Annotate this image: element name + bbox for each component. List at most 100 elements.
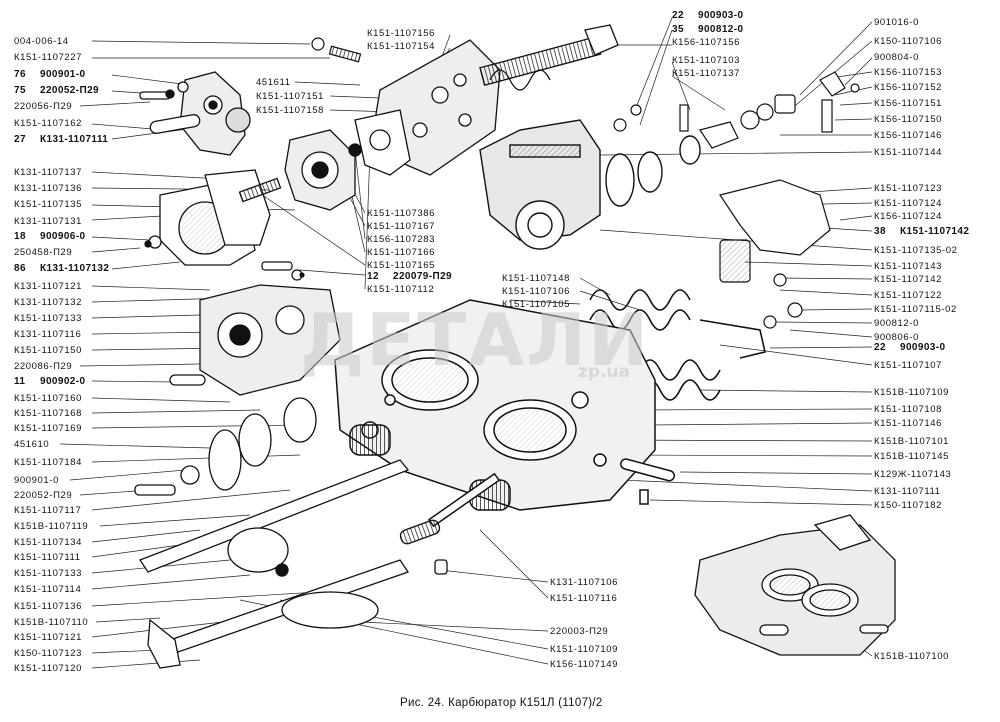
part-number: К151-1107103 xyxy=(672,55,741,66)
part-label: К150-1107123 xyxy=(14,648,82,659)
part-label: К131-1107106 xyxy=(550,577,618,588)
part-number: 451610 xyxy=(14,439,50,450)
part-label: К131-1107131 xyxy=(14,216,82,227)
part-number: 220003-П29 xyxy=(550,626,609,637)
part-number: К151-1107112 xyxy=(367,284,435,295)
part-label: К151-1107109 xyxy=(550,644,618,655)
part-number: К151В-1107145 xyxy=(874,451,949,462)
pump-housing xyxy=(284,129,362,211)
part-label: К151-1107120 xyxy=(14,663,82,674)
part-label: К150-1107106 xyxy=(874,36,942,47)
part-label: К151-1107134 xyxy=(14,537,82,548)
part-label: К151-1107156 xyxy=(367,28,435,39)
part-number: К151-1107169 xyxy=(14,423,83,434)
part-label: К150-1107182 xyxy=(874,500,942,511)
part-label: К156-1107149 xyxy=(550,659,618,670)
accelerator-pump xyxy=(169,284,341,396)
part-label: К156-1107124 xyxy=(874,211,942,222)
part-number: К151-1107227 xyxy=(14,52,83,63)
part-number: К151-1107134 xyxy=(14,537,83,548)
watermark-text: ДЕТАЛИ xyxy=(300,298,651,382)
part-number: К131-1107132 xyxy=(14,297,83,308)
part-label: К156-1107283 xyxy=(367,234,435,245)
part-quantity: 86 xyxy=(14,263,26,274)
throttle-sector xyxy=(479,119,701,250)
part-label: К151-1107154 xyxy=(367,41,435,52)
part-label: К156-1107150 xyxy=(874,114,942,125)
part-label: К151-1107108 xyxy=(874,404,942,415)
part-number: К151-1107184 xyxy=(14,457,83,468)
air-horn-plate xyxy=(354,24,619,176)
part-number: 900903-0 xyxy=(698,10,744,21)
part-number: К151В-1107109 xyxy=(874,387,949,398)
assembled-carburetor-view xyxy=(694,514,896,656)
part-quantity: 12 xyxy=(367,271,379,282)
watermark-domain: zp.ua xyxy=(578,362,631,382)
part-label: К151-1107166 xyxy=(367,247,435,258)
part-label: К151-1107143 xyxy=(874,261,942,272)
part-number: 900902-0 xyxy=(40,376,86,387)
cover-assembly-upper-left xyxy=(139,71,251,156)
part-number: К151-1107148 xyxy=(502,273,571,284)
part-number: К151-1107136 xyxy=(14,601,83,612)
part-number: К151-1107167 xyxy=(367,221,436,232)
part-label: К156-1107151 xyxy=(874,98,942,109)
part-number: К150-1107182 xyxy=(874,500,943,511)
right-small-parts xyxy=(613,71,860,329)
part-label: 220052-П29 xyxy=(14,490,72,501)
part-label: 220086-П29 xyxy=(14,361,72,372)
part-quantity: 27 xyxy=(14,134,26,145)
part-number: К156-1107150 xyxy=(874,114,943,125)
part-label: К151-1107114 xyxy=(14,584,81,595)
part-number: К151-1107158 xyxy=(256,105,325,116)
part-label: К151-1107144 xyxy=(874,147,942,158)
part-label: К151-1107167 xyxy=(367,221,435,232)
part-label: К151-1107116 xyxy=(550,593,617,604)
part-label: К151-1107160 xyxy=(14,393,82,404)
part-label: К151-1107124 xyxy=(874,198,942,209)
part-number: К151-1107121 xyxy=(14,632,83,643)
part-label: К151В-1107119 xyxy=(14,521,88,532)
part-number: 220052-П29 xyxy=(40,85,100,96)
part-label: К151-1107184 xyxy=(14,457,82,468)
part-number: К129Ж-1107143 xyxy=(874,469,952,480)
part-number: К151-1107137 xyxy=(672,68,741,79)
part-label: 250458-П29 xyxy=(14,247,72,258)
part-quantity: 75 xyxy=(14,85,26,96)
part-number: К131-1107137 xyxy=(14,167,83,178)
part-label: К151-1107162 xyxy=(14,118,82,129)
part-label: К151-1107168 xyxy=(14,408,82,419)
part-label: 900806-0 xyxy=(874,332,919,343)
part-label: К156-1107153 xyxy=(874,67,942,78)
part-number: К131-1107136 xyxy=(14,183,83,194)
part-number: К156-1107153 xyxy=(874,67,943,78)
part-number: К151-1107115-02 xyxy=(874,304,957,315)
carburetor-body xyxy=(334,299,676,528)
part-number: 220086-П29 xyxy=(14,361,73,372)
part-number: 900901-0 xyxy=(14,475,59,486)
part-label: 901016-0 xyxy=(874,17,919,28)
part-number: К156-1107152 xyxy=(874,82,943,93)
part-number: К151-1107142 xyxy=(900,226,970,237)
part-number: К151-1107165 xyxy=(367,260,436,271)
part-number: К151-1107166 xyxy=(367,247,436,258)
part-number: К151-1107142 xyxy=(874,274,943,285)
part-number: К151-1107107 xyxy=(874,360,943,371)
part-number: 900901-0 xyxy=(40,69,86,80)
part-label: К129Ж-1107143 xyxy=(874,469,951,480)
part-number: К151-1107146 xyxy=(874,418,943,429)
part-label: К131-1107136 xyxy=(14,183,82,194)
part-number: К151-1107135-02 xyxy=(874,245,958,256)
part-label: К151-1107122 xyxy=(874,290,942,301)
part-number: К151-1107168 xyxy=(14,408,83,419)
part-label: К151В-1107145 xyxy=(874,451,949,462)
diaphragm-cover xyxy=(144,169,282,266)
part-label: К151-1107146 xyxy=(874,418,942,429)
leader-lines xyxy=(59,17,873,669)
